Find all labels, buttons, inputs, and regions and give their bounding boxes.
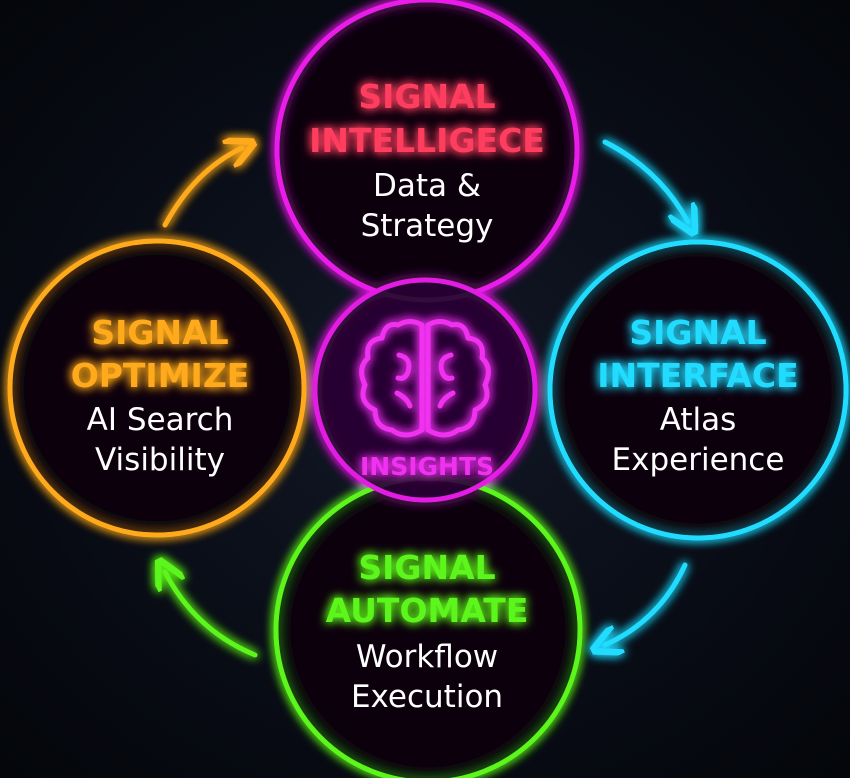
intelligence-title-line1: SIGNAL — [358, 77, 495, 116]
interface-title-line1: SIGNAL — [629, 313, 766, 352]
interface-ring — [547, 239, 849, 541]
intelligence-title-line2: INTELLIGECE — [309, 121, 545, 160]
arrow-intelligence-to-interface — [602, 139, 688, 222]
optimize-title-line1: SIGNAL — [91, 313, 228, 352]
automate-subtitle-line1: Workflow — [356, 639, 498, 675]
optimize-subtitle-line1: AI Search — [87, 402, 234, 438]
automate-title-line1: SIGNAL — [358, 548, 495, 587]
interface-title-line2: INTERFACE — [597, 356, 798, 395]
intelligence-subtitle-line2: Strategy — [361, 208, 494, 244]
brain-icon — [359, 319, 491, 438]
optimize-ring — [7, 238, 307, 538]
arrow-optimize-to-intelligence — [162, 148, 242, 228]
insights-ring — [312, 277, 538, 503]
optimize-title-line2: OPTIMIZE — [71, 356, 250, 395]
automate-subtitle-line2: Execution — [351, 679, 503, 715]
intelligence-subtitle-line1: Data & — [373, 168, 481, 204]
arrow-interface-to-automate — [605, 562, 688, 645]
insights-label: INSIGHTS — [360, 452, 494, 481]
optimize-subtitle-line2: Visibility — [95, 442, 225, 478]
interface-subtitle-line1: Atlas — [660, 402, 737, 438]
automate-title-line2: AUTOMATE — [326, 591, 529, 630]
interface-subtitle-line2: Experience — [612, 442, 785, 478]
arrow-automate-to-optimize — [165, 572, 258, 658]
